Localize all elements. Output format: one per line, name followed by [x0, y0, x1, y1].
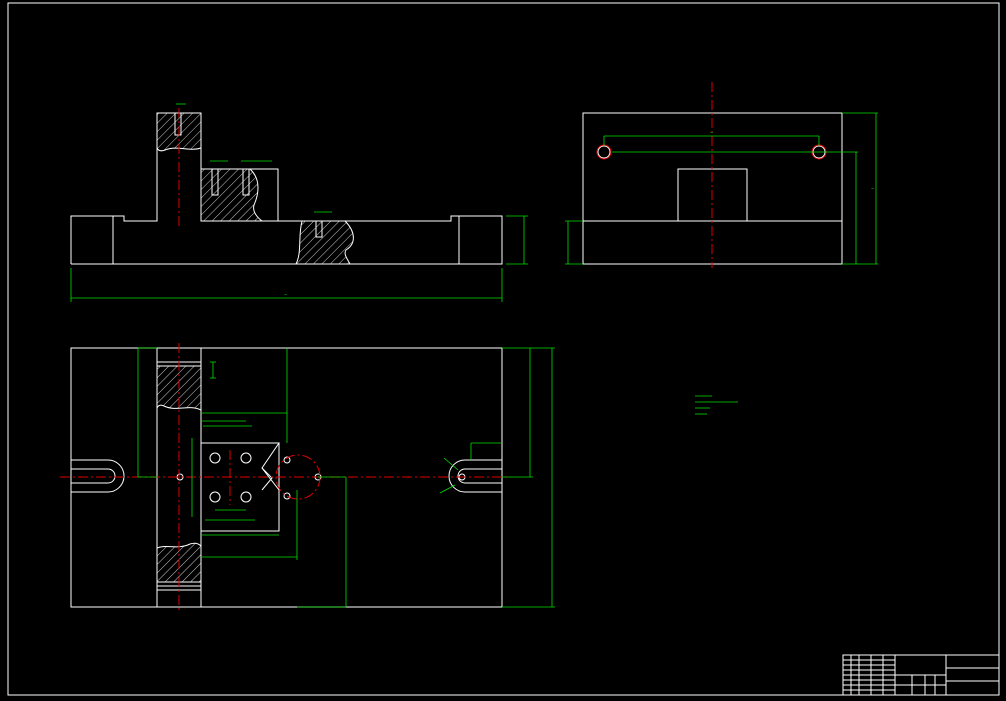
- drawing-frame: [7, 2, 1000, 696]
- front-view-outline: [70, 112, 503, 265]
- section-hatch-bottom: [295, 220, 354, 265]
- locating-plate: [200, 442, 280, 532]
- side-view: ~ ~: [565, 82, 878, 268]
- dim-side-hole-spacing: ~: [710, 130, 713, 135]
- plan-view: [60, 343, 555, 612]
- dim-side-height: ~: [871, 186, 874, 191]
- dim-front-total-length: ~: [284, 292, 287, 297]
- side-hole-left: [597, 145, 611, 159]
- u-slot-right: [448, 459, 502, 493]
- title-block: [842, 654, 1000, 696]
- u-slot-left: [71, 459, 125, 493]
- section-hatch-middle: [200, 168, 264, 222]
- front-view: ~: [70, 103, 528, 302]
- technical-notes: [695, 395, 738, 415]
